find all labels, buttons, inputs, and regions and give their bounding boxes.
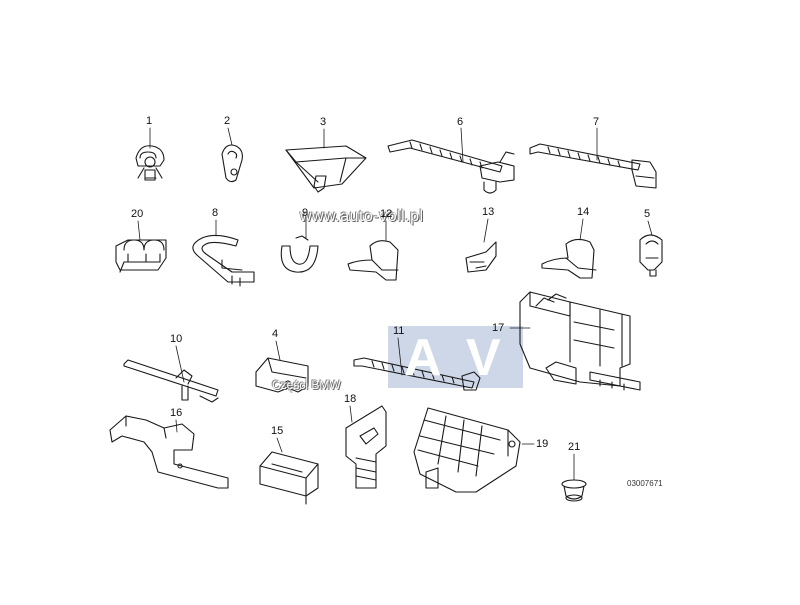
part-number-18: 18 bbox=[344, 393, 357, 405]
document-id: 03007671 bbox=[627, 479, 663, 488]
part-19-tray bbox=[413, 407, 521, 493]
part-20-holder bbox=[115, 239, 167, 273]
part-number-4: 4 bbox=[272, 328, 279, 340]
watermark-logo-letter-v: V bbox=[466, 329, 501, 387]
part-13-bracket bbox=[465, 241, 497, 273]
part-2-clip bbox=[221, 144, 243, 183]
part-number-3: 3 bbox=[320, 116, 327, 128]
part-number-20: 20 bbox=[131, 208, 144, 220]
part-14-clip bbox=[541, 238, 597, 279]
part-3-cover bbox=[285, 145, 367, 193]
part-number-9: 9 bbox=[302, 207, 309, 219]
part-8-strap bbox=[192, 234, 255, 287]
part-number-12: 12 bbox=[380, 208, 393, 220]
part-6-cable-tie bbox=[387, 139, 515, 194]
part-18-plate bbox=[345, 405, 387, 489]
part-number-14: 14 bbox=[577, 206, 590, 218]
part-17-holder bbox=[519, 291, 641, 391]
watermark-logo-letter-a: A bbox=[404, 329, 442, 387]
part-1-clip bbox=[135, 145, 165, 181]
part-number-7: 7 bbox=[593, 116, 600, 128]
part-number-11: 11 bbox=[393, 325, 405, 337]
part-number-8: 8 bbox=[212, 207, 219, 219]
watermark-subtitle: Części BMW bbox=[272, 378, 341, 392]
part-number-10: 10 bbox=[170, 333, 183, 345]
part-number-15: 15 bbox=[271, 425, 284, 437]
part-12-clip bbox=[347, 240, 399, 281]
leader-lines bbox=[137, 127, 653, 481]
part-4-clip bbox=[255, 357, 309, 393]
part-10-strip bbox=[123, 359, 219, 403]
part-5-pushclip bbox=[639, 234, 663, 277]
part-number-17: 17 bbox=[492, 322, 505, 334]
part-21-grommet bbox=[561, 479, 587, 502]
part-9-band bbox=[280, 235, 319, 273]
part-number-19: 19 bbox=[536, 438, 549, 450]
part-number-13: 13 bbox=[482, 206, 495, 218]
part-number-6: 6 bbox=[457, 116, 464, 128]
part-11-cable-tie bbox=[353, 357, 481, 391]
part-number-21: 21 bbox=[568, 441, 581, 453]
part-number-1: 1 bbox=[146, 115, 153, 127]
part-number-16: 16 bbox=[170, 407, 183, 419]
watermark-url: www.auto-voll.pl bbox=[300, 208, 424, 225]
part-number-5: 5 bbox=[644, 208, 651, 220]
part-number-2: 2 bbox=[224, 115, 231, 127]
part-15-box bbox=[259, 451, 319, 505]
part-16-bracket bbox=[109, 415, 229, 489]
part-7-cable-tie bbox=[529, 143, 657, 189]
